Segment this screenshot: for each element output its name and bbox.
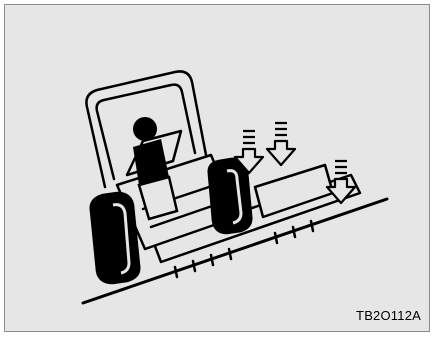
mower-on-slope-illustration (5, 5, 431, 333)
rear-left-wheel (91, 193, 140, 283)
figure-panel: TB2O112A (4, 4, 430, 332)
figure-code-label: TB2O112A (356, 308, 421, 323)
downward-arrow-icon (267, 123, 295, 165)
operator-head (133, 117, 157, 141)
